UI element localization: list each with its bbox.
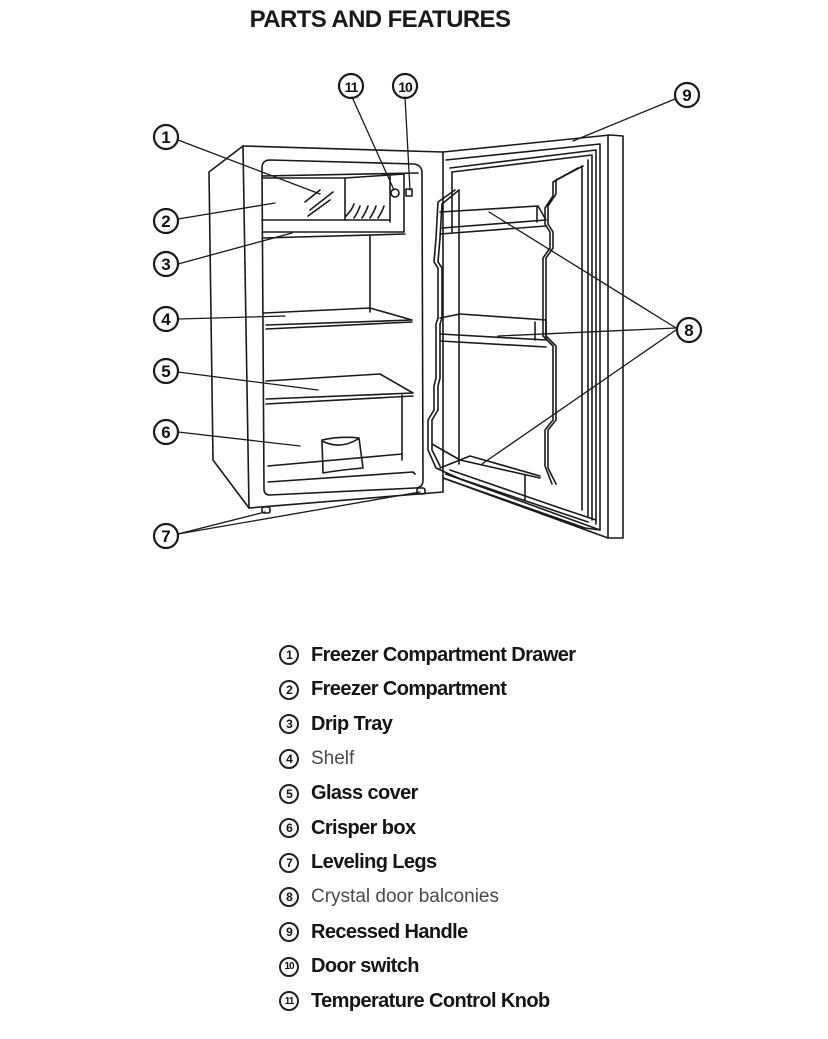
leader-line-11 bbox=[351, 96, 395, 191]
page-title: PARTS AND FEATURES bbox=[249, 6, 511, 33]
leader-line-8a bbox=[488, 211, 677, 329]
cabinet bbox=[208, 145, 444, 514]
leveling-leg-right bbox=[416, 487, 426, 495]
callout-3: 3 bbox=[152, 250, 180, 278]
legend-label: Recessed Handle bbox=[311, 920, 468, 943]
door bbox=[427, 134, 624, 539]
callout-9: 9 bbox=[673, 81, 701, 109]
number-badge: 7 bbox=[279, 852, 299, 873]
leader-line-10 bbox=[404, 96, 411, 191]
number-badge: 4 bbox=[279, 749, 299, 770]
legend-label: Freezer Compartment bbox=[311, 678, 507, 701]
number-badge: 5 bbox=[279, 783, 299, 804]
freezer-compartment bbox=[261, 173, 413, 313]
legend-label: Leveling Legs bbox=[311, 851, 437, 874]
leader-line-8c bbox=[481, 329, 677, 465]
leader-line-2 bbox=[177, 202, 276, 220]
number-badge: 6 bbox=[279, 818, 299, 839]
number-badge: 9 bbox=[279, 922, 299, 943]
legend-item: 8 Crystal door balconies bbox=[279, 880, 576, 915]
leader-line-4 bbox=[177, 315, 286, 320]
callout-11: 11 bbox=[337, 72, 365, 100]
legend-label: Temperature Control Knob bbox=[311, 989, 550, 1012]
number-badge: 10 bbox=[279, 956, 299, 977]
number-badge: 3 bbox=[279, 714, 299, 735]
callout-1: 1 bbox=[152, 123, 180, 151]
legend-label: Drip Tray bbox=[311, 712, 393, 735]
svg-text:8: 8 bbox=[684, 321, 693, 340]
legend-item: 4 Shelf bbox=[279, 742, 576, 777]
svg-text:6: 6 bbox=[161, 423, 170, 442]
svg-text:3: 3 bbox=[161, 255, 170, 274]
refrigerator-diagram: 1 2 3 4 5 6 7 8 9 10 11 bbox=[152, 72, 703, 550]
legend-item: 9 Recessed Handle bbox=[279, 915, 576, 950]
leader-lines bbox=[177, 96, 677, 535]
legend-item: 1 Freezer Compartment Drawer bbox=[279, 638, 576, 673]
svg-text:9: 9 bbox=[682, 86, 691, 105]
legend-item: 2 Freezer Compartment bbox=[279, 673, 576, 708]
door-switch bbox=[405, 188, 413, 197]
callout-8: 8 bbox=[675, 316, 703, 344]
callout-4: 4 bbox=[152, 305, 180, 333]
svg-text:5: 5 bbox=[161, 362, 170, 381]
leveling-leg-left bbox=[261, 506, 271, 514]
callout-10: 10 bbox=[391, 72, 419, 100]
parts-legend: 1 Freezer Compartment Drawer 2 Freezer C… bbox=[279, 638, 576, 1019]
leader-line-6 bbox=[177, 431, 301, 447]
legend-item: 5 Glass cover bbox=[279, 776, 576, 811]
number-badge: 1 bbox=[279, 645, 299, 666]
legend-label: Freezer Compartment Drawer bbox=[311, 643, 576, 666]
number-badge: 11 bbox=[279, 991, 299, 1012]
crisper-box bbox=[265, 373, 416, 483]
legend-label: Crisper box bbox=[311, 816, 416, 839]
leader-line-7b bbox=[177, 491, 421, 535]
svg-text:1: 1 bbox=[161, 128, 170, 147]
number-badge: 8 bbox=[279, 887, 299, 908]
legend-item: 7 Leveling Legs bbox=[279, 846, 576, 881]
callout-2: 2 bbox=[152, 207, 180, 235]
leader-line-1 bbox=[177, 139, 321, 195]
legend-item: 6 Crisper box bbox=[279, 811, 576, 846]
number-badge: 2 bbox=[279, 679, 299, 700]
callout-5: 5 bbox=[152, 357, 180, 385]
temperature-control-knob bbox=[390, 188, 400, 198]
legend-label: Shelf bbox=[311, 748, 355, 770]
callout-7: 7 bbox=[152, 522, 180, 550]
svg-text:2: 2 bbox=[161, 212, 170, 231]
leader-line-7a bbox=[177, 511, 266, 535]
leader-line-3 bbox=[177, 232, 293, 265]
svg-text:7: 7 bbox=[161, 527, 170, 546]
legend-item: 10 Door switch bbox=[279, 949, 576, 984]
legend-label: Door switch bbox=[311, 955, 419, 978]
svg-text:10: 10 bbox=[398, 79, 413, 95]
legend-label: Crystal door balconies bbox=[311, 886, 499, 908]
leader-line-8b bbox=[497, 327, 677, 337]
legend-item: 11 Temperature Control Knob bbox=[279, 984, 576, 1019]
svg-text:11: 11 bbox=[345, 79, 359, 95]
legend-label: Glass cover bbox=[311, 782, 418, 805]
callout-6: 6 bbox=[152, 418, 180, 446]
leader-line-9 bbox=[572, 98, 676, 142]
leader-line-5 bbox=[177, 371, 319, 391]
shelf bbox=[263, 307, 413, 330]
legend-item: 3 Drip Tray bbox=[279, 707, 576, 742]
svg-text:4: 4 bbox=[161, 310, 171, 329]
